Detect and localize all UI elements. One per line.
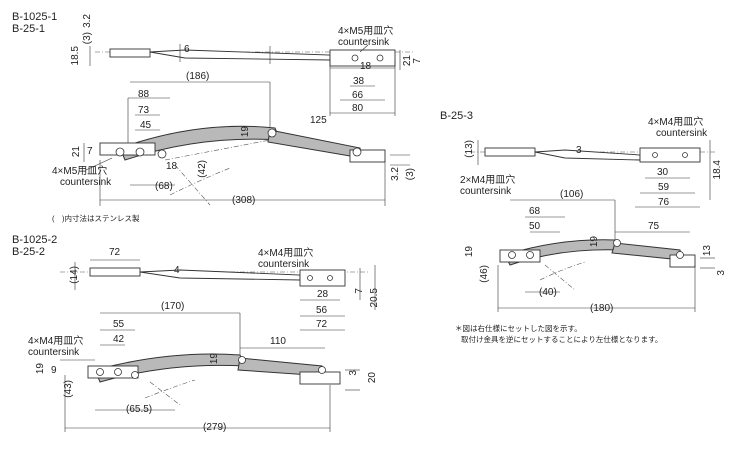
diagram-b-dim-43: (43)	[63, 380, 74, 398]
diagram-b-side-view	[60, 312, 360, 432]
diagram-a-dim-186: (186)	[186, 71, 210, 82]
diagram-c-dim-18-4: 18.4	[712, 160, 723, 180]
diagram-c-dim-3-r: 3	[716, 270, 727, 276]
diagram-a-dim-73: 73	[138, 105, 150, 116]
diagram-a-dim-38: 38	[353, 76, 365, 87]
diagram-a-dim-80: 80	[352, 103, 364, 114]
diagram-c-model-1: B-25-3	[440, 110, 474, 122]
diagram-b-dim-20-5: 20.5	[369, 288, 380, 308]
diagram-c-dim-59: 59	[658, 182, 670, 193]
diagram-b-dim-279: (279)	[203, 422, 227, 433]
diagram-a-dim-18-mid: 18	[166, 161, 178, 172]
diagram-c-dim-106: (106)	[560, 189, 584, 200]
diagram-b-dim-110: 110	[270, 336, 286, 347]
diagram-b-dim-28: 28	[317, 289, 329, 300]
diagram-b-dim-65-5: (65.5)	[126, 404, 153, 415]
diagram-b-dim-72: 72	[316, 319, 328, 330]
diagram-c-dim-68: 68	[529, 206, 541, 217]
diagram-a-dim-308: (308)	[232, 195, 256, 206]
diagram-c-hole-spec-top: 4×M4用皿穴	[648, 117, 704, 128]
diagram-c-dim-40: (40)	[539, 287, 557, 298]
diagram-b-dim-4: 4	[174, 265, 180, 276]
diagram-b-hole-spec-top-en: countersink	[258, 259, 310, 270]
diagram-a-dim-3-2-top: 3.2	[82, 14, 93, 28]
stainless-note: ( )内寸法はステンレス製	[52, 214, 140, 223]
diagram-c-hole-spec-left: 2×M4用皿穴	[460, 175, 516, 186]
diagram-b-dim-56: 56	[316, 305, 328, 316]
diagram-a-hole-spec-top-en: countersink	[338, 37, 390, 48]
diagram-a-dim-3-2-r: 3.2	[390, 167, 401, 181]
diagram-a-dim-3-label: (3)	[82, 32, 93, 45]
diagram-c-dim-50: 50	[529, 221, 541, 232]
diagram-c-dim-13: (13)	[464, 140, 475, 158]
diagram-a-dim-6: 6	[184, 44, 190, 55]
diagram-c-dim-19: 19	[589, 236, 600, 248]
diagram-b-model-2: B-25-2	[12, 246, 46, 258]
diagram-b-top-view	[60, 259, 376, 331]
diagram-c-note-line-1: ＊図は右仕様にセットした図を示す。	[455, 324, 582, 333]
diagram-a-dim-3-r: (3)	[405, 168, 416, 181]
diagram-a-dim-21-left: 21	[71, 146, 82, 158]
diagram-b-dim-42: 42	[113, 334, 125, 345]
diagram-c-dim-3-top: 3	[576, 145, 582, 156]
diagram-c-dim-75: 75	[648, 221, 660, 232]
diagram-a-dim-88: 88	[138, 89, 150, 100]
diagram-b-dim-9: 9	[51, 365, 57, 376]
diagram-a-hole-spec-left: 4×M5用皿穴	[52, 166, 108, 177]
diagram-b-dim-19: 19	[209, 353, 220, 365]
diagram-c-dim-180: (180)	[590, 303, 614, 314]
diagram-c-hole-spec-left-en: countersink	[460, 186, 512, 197]
diagram-a-dim-42: (42)	[197, 160, 208, 178]
diagram-b-hole-spec-top: 4×M4用皿穴	[258, 248, 314, 259]
diagram-a-dim-18: 18	[360, 61, 372, 72]
diagram-a-dim-18-5: 18.5	[70, 46, 81, 66]
diagram-a-top-view	[89, 44, 415, 116]
diagram-a-dim-125: 125	[310, 115, 327, 126]
diagram-a-hole-spec-top: 4×M5用皿穴	[338, 26, 394, 37]
diagram-a-dim-66: 66	[352, 90, 364, 101]
diagram-a-dim-7-left: 7	[87, 146, 93, 157]
diagram-c-dim-46: (46)	[479, 265, 490, 283]
diagram-b-dim-170: (170)	[161, 301, 185, 312]
diagram-a-dim-68: (68)	[155, 181, 173, 192]
diagram-a-model-1: B-1025-1	[12, 11, 58, 23]
diagram-a-model-2: B-25-1	[12, 23, 46, 35]
diagram-c-side-view	[497, 199, 715, 312]
diagram-a-dim-7-right: 7	[412, 58, 423, 64]
diagram-a-hole-spec-left-en: countersink	[60, 177, 112, 188]
diagram-b-hole-spec-left-en: countersink	[28, 347, 80, 358]
diagram-b-dim-14: (14)	[69, 266, 80, 284]
diagram-b-model-1: B-1025-2	[12, 234, 58, 246]
diagram-b-dim-72-top: 72	[109, 247, 121, 258]
diagram-c-dim-76: 76	[658, 197, 670, 208]
diagram-b-dim-7: 7	[354, 288, 365, 294]
diagram-b-dim-55: 55	[113, 319, 125, 330]
diagram-c-hole-spec-top-en: countersink	[656, 128, 708, 139]
diagram-a-side-view	[83, 81, 410, 206]
diagram-b-hole-spec-left: 4×M4用皿穴	[28, 336, 84, 347]
diagram-c-top-view	[470, 140, 715, 208]
diagram-a-dim-19: 19	[240, 126, 251, 138]
diagram-c-note-line-2: 取付け金具を逆にセットすることにより左仕様となります。	[461, 335, 663, 344]
diagram-b-dim-19-left: 19	[35, 363, 46, 375]
diagram-b-dim-20: 20	[367, 372, 378, 384]
diagram-c-dim-30: 30	[657, 167, 669, 178]
diagram-a-dim-45: 45	[140, 120, 152, 131]
diagram-c-dim-19-left: 19	[464, 246, 475, 258]
diagram-b-dim-3: 3	[348, 370, 359, 376]
diagram-c-dim-13-r: 13	[702, 245, 713, 257]
